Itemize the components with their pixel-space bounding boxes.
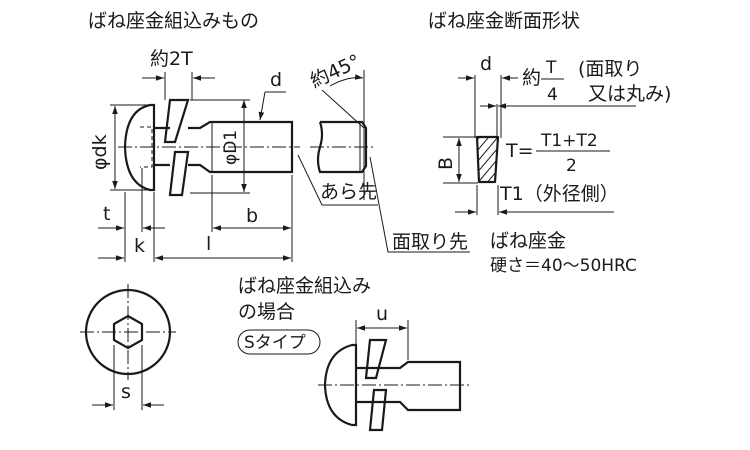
k-label: k bbox=[134, 235, 145, 257]
s-type-line2: の場合 bbox=[238, 301, 295, 323]
section-d-label: d bbox=[480, 53, 492, 75]
s-type-view: ばね座金組込み の場合 Sタイプ u bbox=[237, 275, 470, 432]
l-label: l bbox=[206, 233, 211, 255]
washer-section: ばね座金断面形状 d 約 T 4 (面取り 又は丸み) B T= T1+T2 2… bbox=[428, 10, 671, 276]
note-chamfer: (面取り bbox=[578, 58, 642, 80]
approx-2t-label: 約2T bbox=[150, 48, 193, 70]
t-eq-label: T= bbox=[505, 140, 534, 162]
washer-cross-section bbox=[475, 135, 500, 184]
spring-washer-lower bbox=[168, 150, 190, 197]
b-height-label: B bbox=[435, 157, 457, 170]
hardness-label: 硬さ＝40～50HRC bbox=[490, 256, 637, 276]
spring-washer-upper bbox=[163, 98, 190, 144]
s-label: s bbox=[121, 381, 131, 403]
d-label: d bbox=[270, 69, 282, 91]
approx-45-label: 約45° bbox=[307, 50, 364, 92]
bolt-side-view: ばね座金組込みもの φdk φD1 約2T d 約45° あら先 面取り先 bbox=[88, 10, 470, 262]
s-type-line1: ばね座金組込み bbox=[238, 275, 371, 297]
t-label: t bbox=[103, 203, 110, 225]
t-denominator: 2 bbox=[566, 156, 577, 176]
phi-d1-label: φD1 bbox=[221, 130, 241, 165]
u-label: u bbox=[376, 303, 388, 325]
s-type-badge: Sタイプ bbox=[244, 333, 306, 353]
bolt-end-break bbox=[316, 120, 368, 174]
main-title: ばね座金組込みもの bbox=[88, 10, 259, 32]
bolt-shank bbox=[188, 120, 294, 174]
chamfer-end-label: 面取り先 bbox=[392, 231, 468, 253]
note-round: 又は丸み) bbox=[588, 83, 671, 105]
phi-dk-label: φdk bbox=[89, 134, 111, 170]
b-label: b bbox=[246, 205, 258, 227]
washer-label: ばね座金 bbox=[490, 230, 566, 252]
frac-t: T bbox=[545, 58, 557, 78]
approx-label: 約 bbox=[522, 67, 541, 89]
t1-label: T1（外径側） bbox=[499, 183, 619, 205]
rough-end-label: あら先 bbox=[320, 181, 377, 203]
frac-4: 4 bbox=[547, 85, 558, 105]
section-title: ばね座金断面形状 bbox=[428, 10, 580, 32]
t-numerator: T1+T2 bbox=[540, 131, 598, 151]
bolt-end-view: s bbox=[80, 284, 176, 410]
s-type-badge-frame bbox=[237, 329, 321, 355]
